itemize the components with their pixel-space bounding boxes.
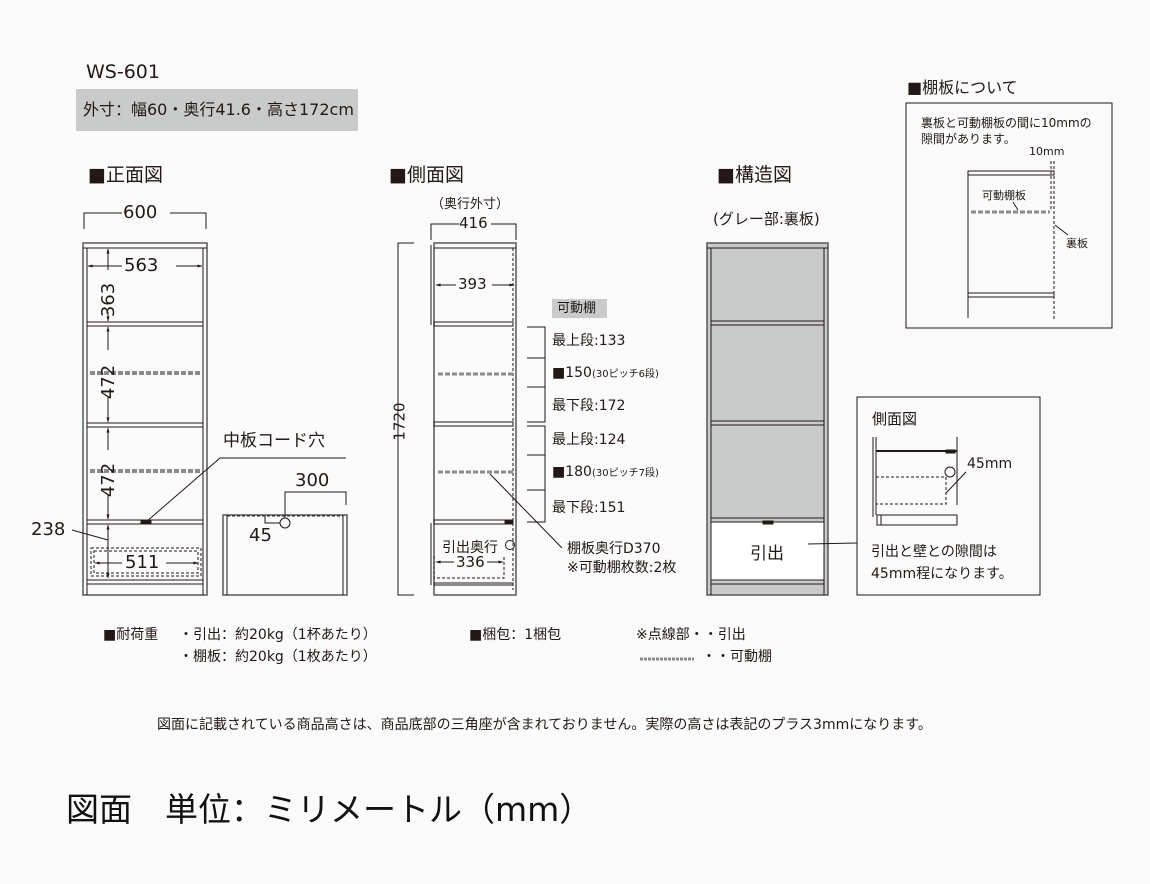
movable-shelf-badge-text: 可動棚 xyxy=(557,301,597,316)
front-view-drawing xyxy=(71,212,348,596)
model-number: WS-601 xyxy=(86,61,160,83)
cord-hole-x: 300 xyxy=(295,470,330,491)
unit-title: 図面 単位：ミリメートル（mm） xyxy=(66,790,593,829)
cord-hole-label: 中板コード穴 xyxy=(223,431,325,451)
side-depth-outer: 416 xyxy=(459,214,488,232)
movable-shelf-board-label: 可動棚板 xyxy=(982,189,1026,202)
load-drawer: ・引出：約20kg（1杯あたり） xyxy=(179,627,377,643)
legend-shelf: ・・可動棚 xyxy=(702,649,772,665)
back-panel-label: 裏板 xyxy=(1066,237,1088,250)
upper-top-shelf: 最上段:133 xyxy=(552,333,626,349)
drawer-depth-label: 引出奥行 xyxy=(442,540,498,556)
drawer-gap-line2: 45mm程になります。 xyxy=(871,566,1013,582)
structure-view-title: ■構造図 xyxy=(717,164,792,186)
side-view-drawing xyxy=(397,223,563,596)
structure-drawer-label: 引出 xyxy=(750,544,784,564)
drawer-depth-value: 336 xyxy=(456,553,485,571)
upper-bottom-shelf: 最下段:172 xyxy=(552,398,626,414)
cord-hole-y: 45 xyxy=(249,525,272,546)
front-width-inner: 563 xyxy=(124,255,159,276)
front-height-top: 363 xyxy=(98,282,120,318)
structure-view-drawing xyxy=(706,242,858,596)
height-footnote: 図面に記載されている商品高さは、商品底部の三角座が含まれておりません。実際の高さ… xyxy=(157,717,932,733)
drawer-gap-value: 45mm xyxy=(967,456,1013,472)
shelf-depth: 棚板奥行D370 xyxy=(567,541,661,557)
front-height-lower: 472 xyxy=(98,462,120,498)
shelf-count: ※可動棚枚数:2枚 xyxy=(567,560,677,576)
lower-pitch: ■180(30ピッチ7段) xyxy=(552,465,659,479)
load-title: ■耐荷重 xyxy=(103,627,159,643)
shelf-note-drawing xyxy=(905,102,1113,329)
drawer-gap-title: 側面図 xyxy=(872,410,918,428)
shelf-note-title: ■棚板について xyxy=(907,78,1018,97)
upper-pitch: ■150(30ピッチ6段) xyxy=(552,366,659,380)
movable-shelf-badge: 可動棚 xyxy=(552,299,607,318)
shelf-note-line1: 裏板と可動棚板の間に10mmの xyxy=(921,116,1092,130)
package-info: ■梱包：1梱包 xyxy=(469,627,562,643)
upper-pitch-note: (30ピッチ6段) xyxy=(591,369,659,380)
lower-pitch-value: ■180 xyxy=(552,464,592,480)
lower-bottom-shelf: 最下段:151 xyxy=(552,500,626,516)
side-view-title: ■側面図 xyxy=(389,164,464,186)
lower-pitch-note: (30ピッチ7段) xyxy=(591,468,659,479)
legend-drawer: ※点線部・・引出 xyxy=(636,627,746,643)
front-view-title: ■正面図 xyxy=(88,164,163,186)
front-drawer-width: 511 xyxy=(125,552,160,573)
side-depth-caption: （奥行外寸） xyxy=(431,197,510,212)
drawer-gap-drawing xyxy=(856,396,1041,596)
lower-top-shelf: 最上段:124 xyxy=(552,432,626,448)
outer-dims-badge: 外寸：幅60・奥行41.6・高さ172cm xyxy=(76,89,358,131)
front-height-middle: 472 xyxy=(98,364,120,400)
upper-pitch-value: ■150 xyxy=(552,365,592,381)
shelf-gap-label: 10mm xyxy=(1029,145,1065,158)
front-drawer-height: 238 xyxy=(31,519,66,540)
shelf-note-line2: 隙間があります。 xyxy=(921,132,1016,146)
side-depth-inner: 393 xyxy=(458,275,487,293)
load-shelf: ・棚板：約20kg（1枚あたり） xyxy=(179,649,377,665)
outer-dims-text: 外寸：幅60・奥行41.6・高さ172cm xyxy=(83,100,354,119)
front-width-outer: 600 xyxy=(123,202,158,223)
structure-caption: (グレー部:裏板) xyxy=(713,210,820,228)
side-height: 1720 xyxy=(390,402,409,441)
drawer-gap-line1: 引出と壁との隙間は xyxy=(871,544,997,560)
